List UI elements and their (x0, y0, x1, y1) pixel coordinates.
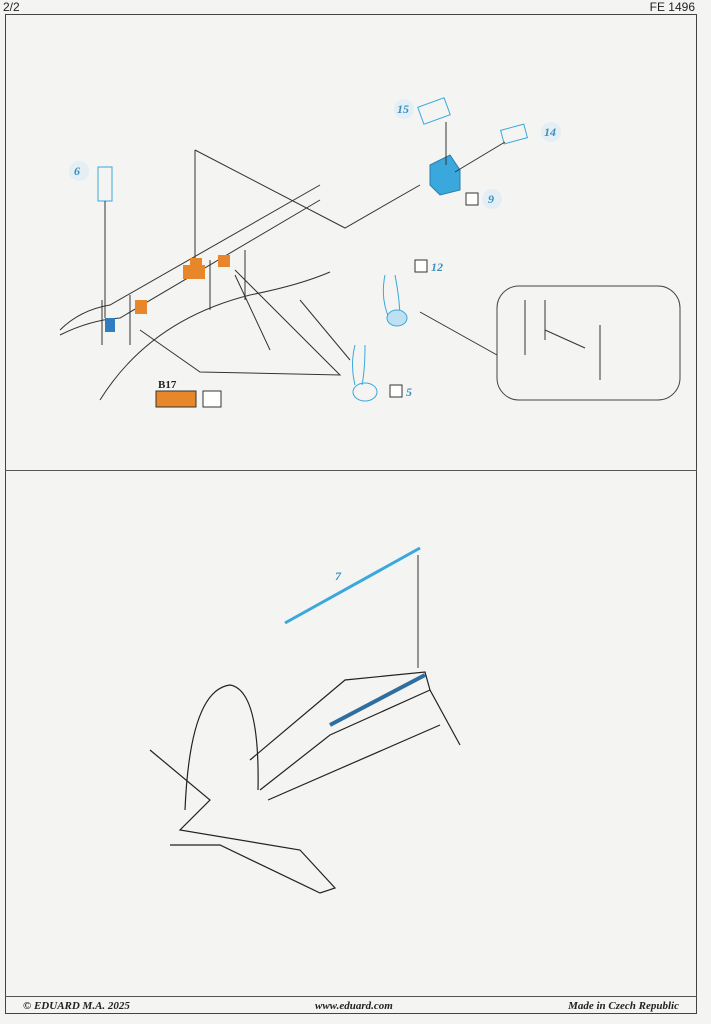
copyright: © EDUARD M.A. 2025 (23, 1000, 130, 1012)
callout-15: 15 (397, 102, 409, 116)
color-swatch (155, 390, 197, 408)
inset-parts (419, 300, 601, 380)
callout-6: 6 (74, 164, 80, 178)
callout-12: 12 (431, 260, 443, 274)
callout-5: 5 (406, 385, 412, 399)
footer: © EDUARD M.A. 2025 www.eduard.com Made i… (5, 996, 697, 1015)
callout-7: 7 (335, 569, 342, 583)
color-ref-label: B17 (158, 379, 177, 391)
website-link[interactable]: www.eduard.com (315, 1000, 393, 1012)
cockpit-assembly (59, 149, 421, 401)
detail-inset (496, 285, 681, 401)
tail-assembly (149, 671, 461, 894)
orange-parts (135, 255, 230, 314)
callout-14: 14 (544, 125, 556, 139)
part-6-placed (105, 318, 115, 332)
page-number: 2/2 (3, 0, 20, 14)
section-divider (5, 470, 697, 471)
finish-icon (202, 390, 222, 408)
part-14-icon (499, 123, 529, 145)
sheet-code: FE 1496 (649, 0, 695, 14)
instrument-box (417, 97, 529, 206)
origin: Made in Czech Republic (568, 1000, 679, 1012)
part-6-icon (97, 166, 113, 202)
part-15-icon (417, 97, 451, 125)
page-frame (5, 14, 697, 1014)
seat-parts (352, 259, 428, 402)
part-7-placed (329, 673, 426, 727)
callout-9: 9 (488, 192, 494, 206)
part-7-strip (284, 546, 421, 625)
